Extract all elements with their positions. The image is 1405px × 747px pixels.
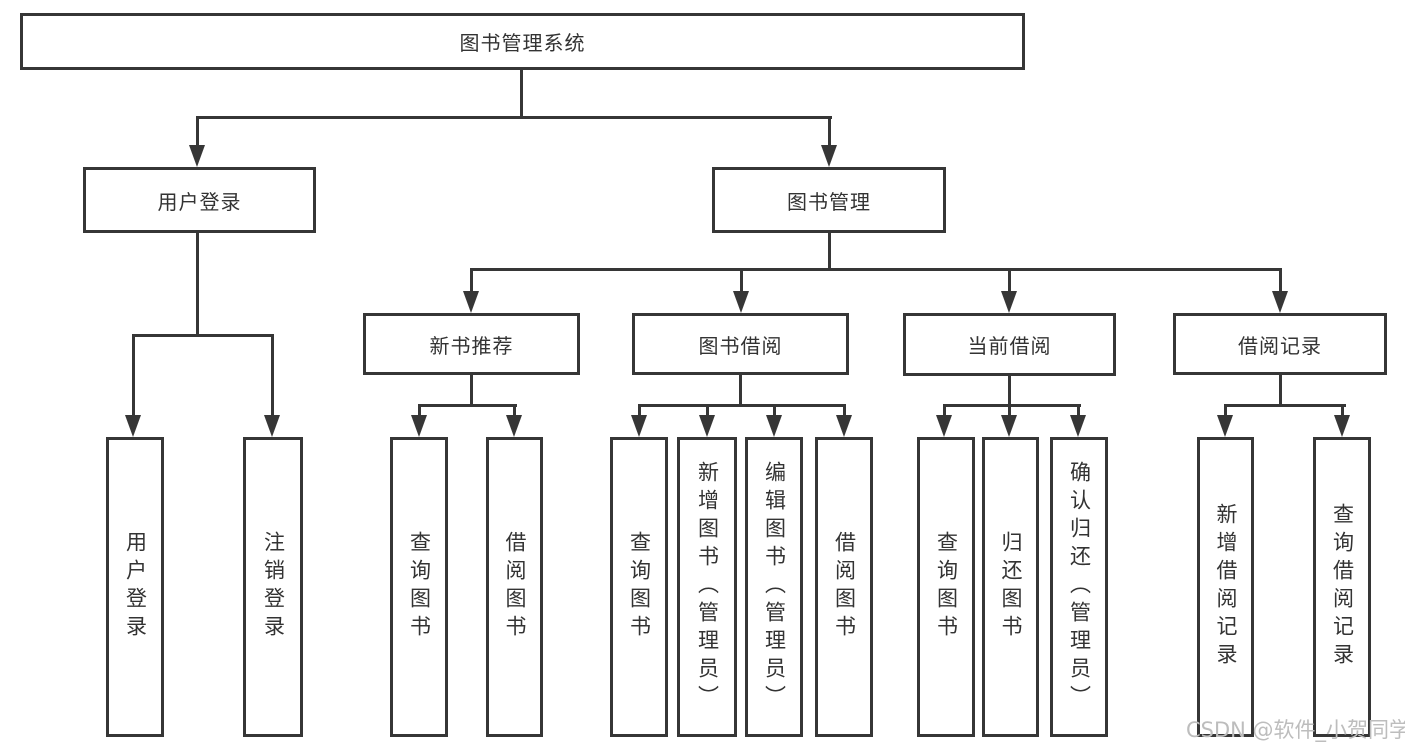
node-user-login: 用户登录 [83, 167, 316, 233]
leaf-recommend-borrow-book: 借阅图书 [486, 437, 543, 737]
arrow-down-icon [733, 291, 749, 313]
connector-line [1077, 407, 1080, 417]
connector-line [828, 119, 831, 147]
leaf-current-query-book: 查询图书 [917, 437, 975, 737]
node-borrow-records: 借阅记录 [1173, 313, 1387, 375]
arrow-down-icon [463, 291, 479, 313]
arrow-down-icon [506, 415, 522, 437]
node-library-management-system: 图书管理系统 [20, 13, 1025, 70]
connector-line [271, 337, 274, 415]
connector-line [132, 337, 135, 415]
node-current-borrow: 当前借阅 [903, 313, 1116, 376]
arrow-down-icon [1334, 415, 1350, 437]
connector-line [1008, 407, 1011, 417]
connector-line [513, 407, 516, 417]
connector-line [1008, 271, 1011, 293]
connector-line [1341, 407, 1344, 417]
arrow-down-icon [631, 415, 647, 437]
leaf-edit-book-admin: 编辑图书（管理员） [745, 437, 803, 737]
arrow-down-icon [1217, 415, 1233, 437]
connector-line [196, 233, 199, 335]
connector-line [828, 233, 831, 270]
leaf-add-borrow-record: 新增借阅记录 [1197, 437, 1254, 737]
leaf-logout: 注销登录 [243, 437, 303, 737]
connector-line [843, 407, 846, 417]
node-book-management: 图书管理 [712, 167, 946, 233]
leaf-borrow-book: 借阅图书 [815, 437, 873, 737]
arrow-down-icon [411, 415, 427, 437]
leaf-recommend-query-book: 查询图书 [390, 437, 448, 737]
connector-line [943, 404, 1081, 407]
connector-line [773, 407, 776, 417]
connector-line [943, 407, 946, 417]
connector-line [739, 375, 742, 406]
connector-line [196, 119, 199, 147]
arrow-down-icon [264, 415, 280, 437]
arrow-down-icon [1272, 291, 1288, 313]
connector-line [1008, 376, 1011, 406]
leaf-borrow-query-book: 查询图书 [610, 437, 668, 737]
arrow-down-icon [1001, 415, 1017, 437]
connector-line [132, 334, 274, 337]
leaf-user-login: 用户登录 [106, 437, 164, 737]
arrow-down-icon [766, 415, 782, 437]
connector-line [470, 271, 473, 293]
connector-line [470, 268, 1282, 271]
arrow-down-icon [836, 415, 852, 437]
arrow-down-icon [1070, 415, 1086, 437]
arrow-down-icon [1001, 291, 1017, 313]
connector-line [418, 407, 421, 417]
connector-line [196, 116, 832, 119]
connector-line [470, 375, 473, 406]
arrow-down-icon [699, 415, 715, 437]
connector-line [638, 404, 846, 407]
connector-line [1224, 407, 1227, 417]
arrow-down-icon [125, 415, 141, 437]
leaf-confirm-return-admin: 确认归还（管理员） [1050, 437, 1108, 737]
connector-line [638, 407, 641, 417]
connector-line [1279, 375, 1282, 406]
connector-line [706, 407, 709, 417]
leaf-return-book: 归还图书 [982, 437, 1039, 737]
connector-line [418, 404, 517, 407]
node-new-book-recommend: 新书推荐 [363, 313, 580, 375]
arrow-down-icon [936, 415, 952, 437]
leaf-add-book-admin: 新增图书（管理员） [677, 437, 737, 737]
leaf-query-borrow-record: 查询借阅记录 [1313, 437, 1371, 737]
connector-line [1224, 404, 1346, 407]
connector-line [740, 271, 743, 293]
arrow-down-icon [189, 145, 205, 167]
connector-line [520, 70, 523, 118]
csdn-watermark: CSDN @软件_小贺同学 [1186, 718, 1405, 742]
node-book-borrow: 图书借阅 [632, 313, 849, 375]
connector-line [1279, 271, 1282, 293]
arrow-down-icon [821, 145, 837, 167]
